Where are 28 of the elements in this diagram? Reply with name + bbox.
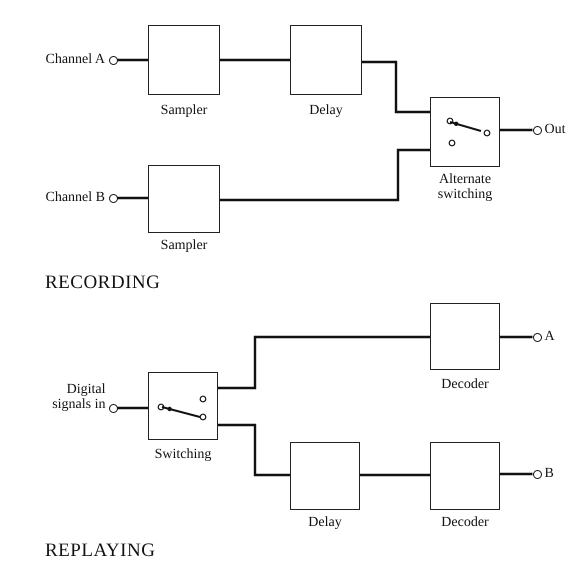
box-label: Decoder bbox=[441, 377, 489, 392]
section-heading: RECORDING bbox=[45, 272, 160, 294]
terminal-label: Out bbox=[544, 122, 566, 137]
connector-line bbox=[360, 474, 432, 476]
connector-line bbox=[118, 196, 150, 200]
terminal-label: Channel B bbox=[46, 190, 105, 205]
box-label: Sampler bbox=[160, 238, 208, 253]
connector-line bbox=[362, 60, 430, 114]
connector-line bbox=[118, 406, 150, 410]
box-label: Decoder bbox=[441, 515, 489, 530]
connector-line bbox=[218, 424, 290, 476]
terminal-label: Channel A bbox=[46, 52, 105, 67]
connector-line bbox=[220, 58, 292, 62]
connector-line bbox=[500, 128, 534, 132]
terminal-label: B bbox=[544, 466, 554, 481]
connector-line bbox=[500, 336, 534, 338]
box-label: Delay bbox=[308, 515, 342, 530]
terminal-label: Digital signals in bbox=[51, 382, 106, 412]
connector-line bbox=[220, 148, 430, 202]
connector-line bbox=[500, 472, 534, 476]
box-label: Delay bbox=[309, 103, 343, 118]
box-label: Switching bbox=[154, 447, 212, 462]
connector-line bbox=[218, 336, 430, 390]
section-heading: REPLAYING bbox=[45, 540, 156, 562]
connector-line bbox=[118, 58, 150, 62]
box-label: Sampler bbox=[160, 103, 208, 118]
box-label: Alternate switching bbox=[436, 172, 494, 202]
terminal-label: A bbox=[544, 329, 555, 344]
